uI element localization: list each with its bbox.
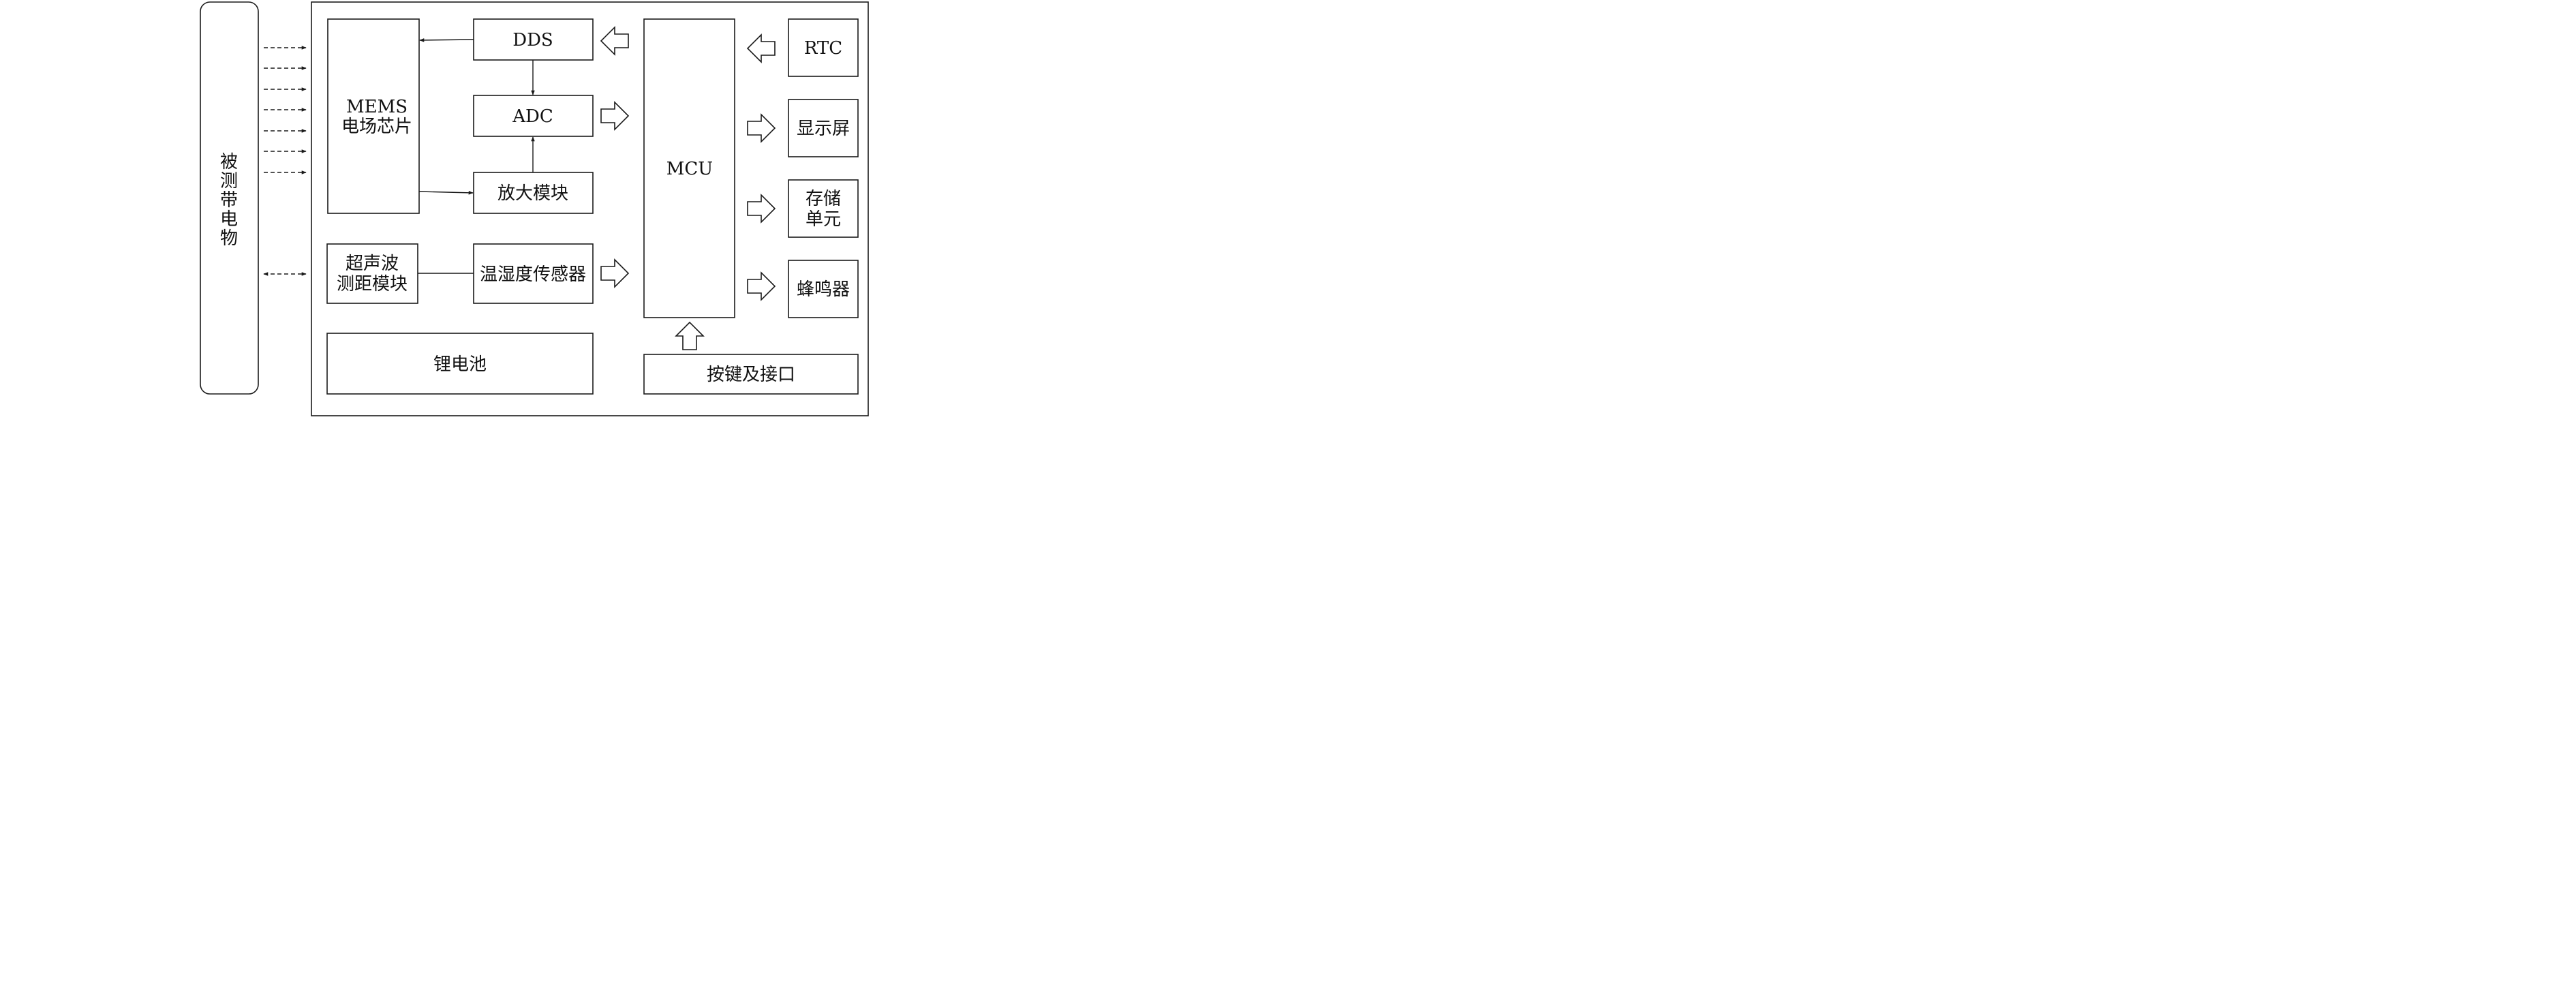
measured-object-char-2: 测 <box>220 171 238 192</box>
storage-label-line1: 存储 <box>806 189 841 209</box>
mems-chip-block <box>327 18 420 214</box>
rtc-label: RTC <box>804 38 842 59</box>
buzzer-block <box>788 260 859 318</box>
temp-to-mcu-hollow-arrow <box>600 258 630 288</box>
mcu-to-buzzer-hollow-arrow <box>747 271 776 301</box>
dds-block <box>473 18 594 61</box>
display-label: 显示屏 <box>797 119 850 139</box>
battery-label: 锂电池 <box>433 354 487 375</box>
measured-object-char-1: 被 <box>220 152 238 172</box>
mcu-label: MCU <box>666 159 713 179</box>
storage-label-line2: 单元 <box>806 209 841 230</box>
mcu-to-storage-hollow-arrow <box>747 194 776 224</box>
temp-humidity-block <box>473 243 594 304</box>
adc-block <box>473 95 594 137</box>
storage-block <box>788 179 859 238</box>
mems-chip-label-line2: 电场芯片 <box>341 117 412 137</box>
measured-object-block <box>200 1 259 395</box>
display-block <box>788 99 859 157</box>
mems-chip-label-line1: MEMS <box>346 97 408 117</box>
amplifier-block <box>473 172 594 214</box>
measured-object-char-4: 电 <box>220 209 238 230</box>
measured-object-char-5: 物 <box>220 228 238 249</box>
buzzer-label: 蜂鸣器 <box>797 279 850 300</box>
mcu-to-display-hollow-arrow <box>747 113 776 143</box>
temp-humidity-label: 温湿度传感器 <box>480 264 586 285</box>
rtc-block <box>788 18 859 77</box>
ultrasonic-label-line1: 超声波 <box>346 254 399 274</box>
keys-to-mcu-hollow-arrow <box>675 321 705 350</box>
device-frame <box>311 1 869 416</box>
adc-label: ADC <box>512 106 553 127</box>
amplifier-label: 放大模块 <box>497 183 568 204</box>
dds-label: DDS <box>512 30 553 50</box>
rtc-to-mcu-hollow-arrow <box>746 33 776 63</box>
keys-interface-block <box>643 354 859 395</box>
measured-object-char-3: 带 <box>220 190 238 211</box>
mcu-to-dds-hollow-arrow <box>600 26 629 56</box>
adc-to-mcu-hollow-arrow <box>600 101 630 131</box>
battery-block <box>326 333 594 395</box>
keys-interface-label: 按键及接口 <box>707 365 795 385</box>
mcu-block <box>643 18 735 318</box>
system-block-diagram: 被 测 带 电 物 MEMS 电场芯片 DDS ADC 放大模块 超声波 测距模… <box>200 1 869 416</box>
ultrasonic-block <box>326 243 418 304</box>
mems-to-amplifier-arrow <box>418 191 474 195</box>
ultrasonic-label-line2: 测距模块 <box>337 274 408 294</box>
